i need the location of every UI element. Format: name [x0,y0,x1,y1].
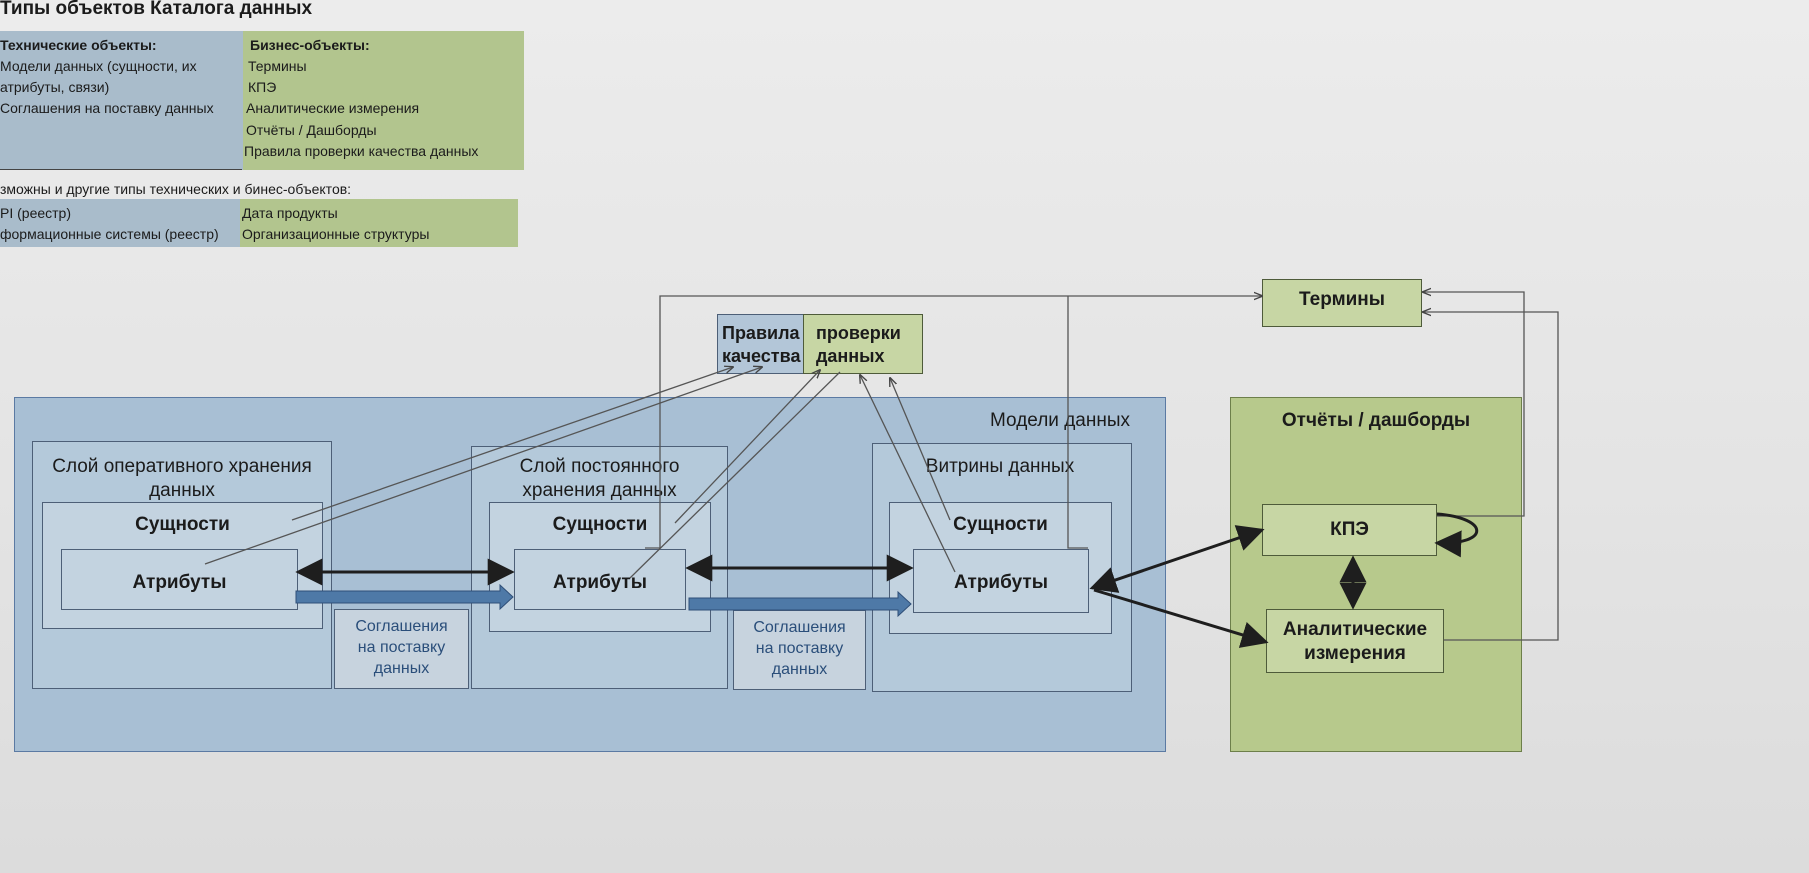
biz-other-item: Организационные структуры [242,226,430,242]
biz-item: КПЭ [248,79,277,95]
rules-label-left: Правила качества [722,322,804,368]
tech-item: Соглашения на поставку данных [0,100,214,116]
biz-other-item: Дата продукты [242,205,338,221]
entities-label-persistent: Сущности [552,514,648,535]
tech-item: атрибуты, связи) [0,79,110,95]
layer-operational-line: Слой оперативного хранения [52,456,312,477]
tech-other-cell [0,199,240,247]
biz-item: Правила проверки качества данных [244,143,479,159]
page-title: Типы объектов Каталога данных [0,0,313,19]
rules-line: проверки [816,323,901,343]
biz-objects-header: Бизнес-объекты: [250,37,370,53]
kpi-label: КПЭ [1330,519,1369,540]
layer-marts-title: Витрины данных [925,456,1075,477]
rules-label-right: проверки данных [816,322,921,368]
agreement-line: данных [771,661,828,678]
tech-objects-cell [0,31,243,170]
layer-operational-line: данных [149,480,215,501]
tech-other-item: формационные системы (реестр) [0,226,219,242]
reports-area [1230,397,1522,752]
attributes-label-operational: Атрибуты [132,572,227,593]
table-bottom-line [0,169,242,170]
other-types-caption: зможны и другие типы технических и бинес… [0,181,352,197]
layer-persistent-line: Слой постоянного [519,456,680,477]
agreement-line: на поставку [755,640,844,657]
rules-line: качества [722,346,801,366]
layer-persistent-line: хранения данных [522,480,677,501]
biz-item: Термины [248,58,307,74]
tech-other-item: PI (реестр) [0,205,71,221]
attributes-label-marts: Атрибуты [954,572,1048,593]
entities-label-marts: Сущности [953,514,1048,535]
biz-objects-cell [243,31,524,170]
biz-item: Отчёты / Дашборды [246,122,377,138]
dimensions-line: Аналитические [1282,619,1428,640]
terms-box [1262,279,1422,327]
agreement-line: на поставку [357,639,446,656]
agreement-box-1: Соглашения на поставку данных [334,609,469,689]
reports-label: Отчёты / дашборды [1281,410,1471,431]
tech-objects-header: Технические объекты: [0,37,157,53]
layer-persistent-title: Слой постоянного хранения данных [471,455,728,503]
terms-label: Термины [1298,289,1386,310]
dimensions-label: Аналитические измерения [1266,618,1444,666]
biz-other-cell [240,199,518,247]
agreement-box-2: Соглашения на поставку данных [733,610,866,690]
dimensions-line: измерения [1304,643,1406,664]
entities-label-operational: Сущности [135,514,230,535]
biz-item: Аналитические измерения [246,100,420,116]
agreement-line: Соглашения [753,619,846,636]
data-models-label: Модели данных [990,410,1130,431]
attributes-label-persistent: Атрибуты [553,572,647,593]
agreement-line: данных [373,660,430,677]
agreement-line: Соглашения [355,618,448,635]
rules-line: Правила [722,323,800,343]
tech-item: Модели данных (сущности, их [0,58,197,74]
rules-line: данных [816,346,885,366]
layer-operational-title: Слой оперативного хранения данных [32,455,332,503]
